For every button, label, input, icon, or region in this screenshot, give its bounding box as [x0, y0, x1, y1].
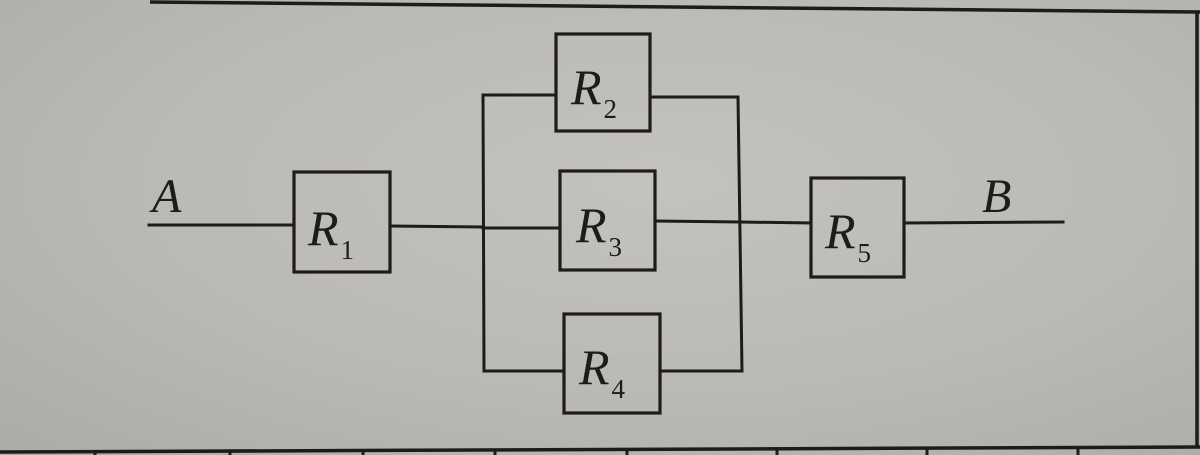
right-parallel-rail [736, 95, 744, 373]
resistor-r2-box [554, 32, 652, 133]
resistor-r1-box [292, 170, 392, 274]
resistor-r4: R4 [562, 312, 662, 415]
resistor-r4-box [562, 312, 662, 415]
resistor-r2-label: R2 [570, 59, 617, 124]
resistor-r5: R5 [809, 176, 906, 279]
resistor-r3-box [558, 169, 657, 272]
wire-r1-to-junction [388, 224, 485, 229]
table-dividers [93, 448, 1080, 455]
resistor-r3: R3 [558, 169, 657, 272]
resistor-r1-label: R1 [307, 200, 354, 265]
wire-r3-to-rail [653, 219, 742, 224]
wire-junction-to-r5 [738, 220, 813, 225]
resistor-r3-label: R3 [575, 197, 622, 262]
terminal-b-label: B [982, 170, 1011, 223]
resistor-r5-box [809, 176, 906, 279]
frame-bottom-border [0, 445, 1200, 454]
frame-top-border [149, 0, 1200, 14]
resistor-r1: R1 [292, 170, 392, 274]
resistor-r2: R2 [554, 32, 652, 133]
left-parallel-rail [481, 93, 486, 373]
terminal-a-label: A [149, 170, 182, 223]
resistor-r4-label: R4 [578, 339, 626, 404]
resistor-r5-label: R5 [824, 203, 871, 268]
wire-r5-to-b [902, 220, 1065, 225]
